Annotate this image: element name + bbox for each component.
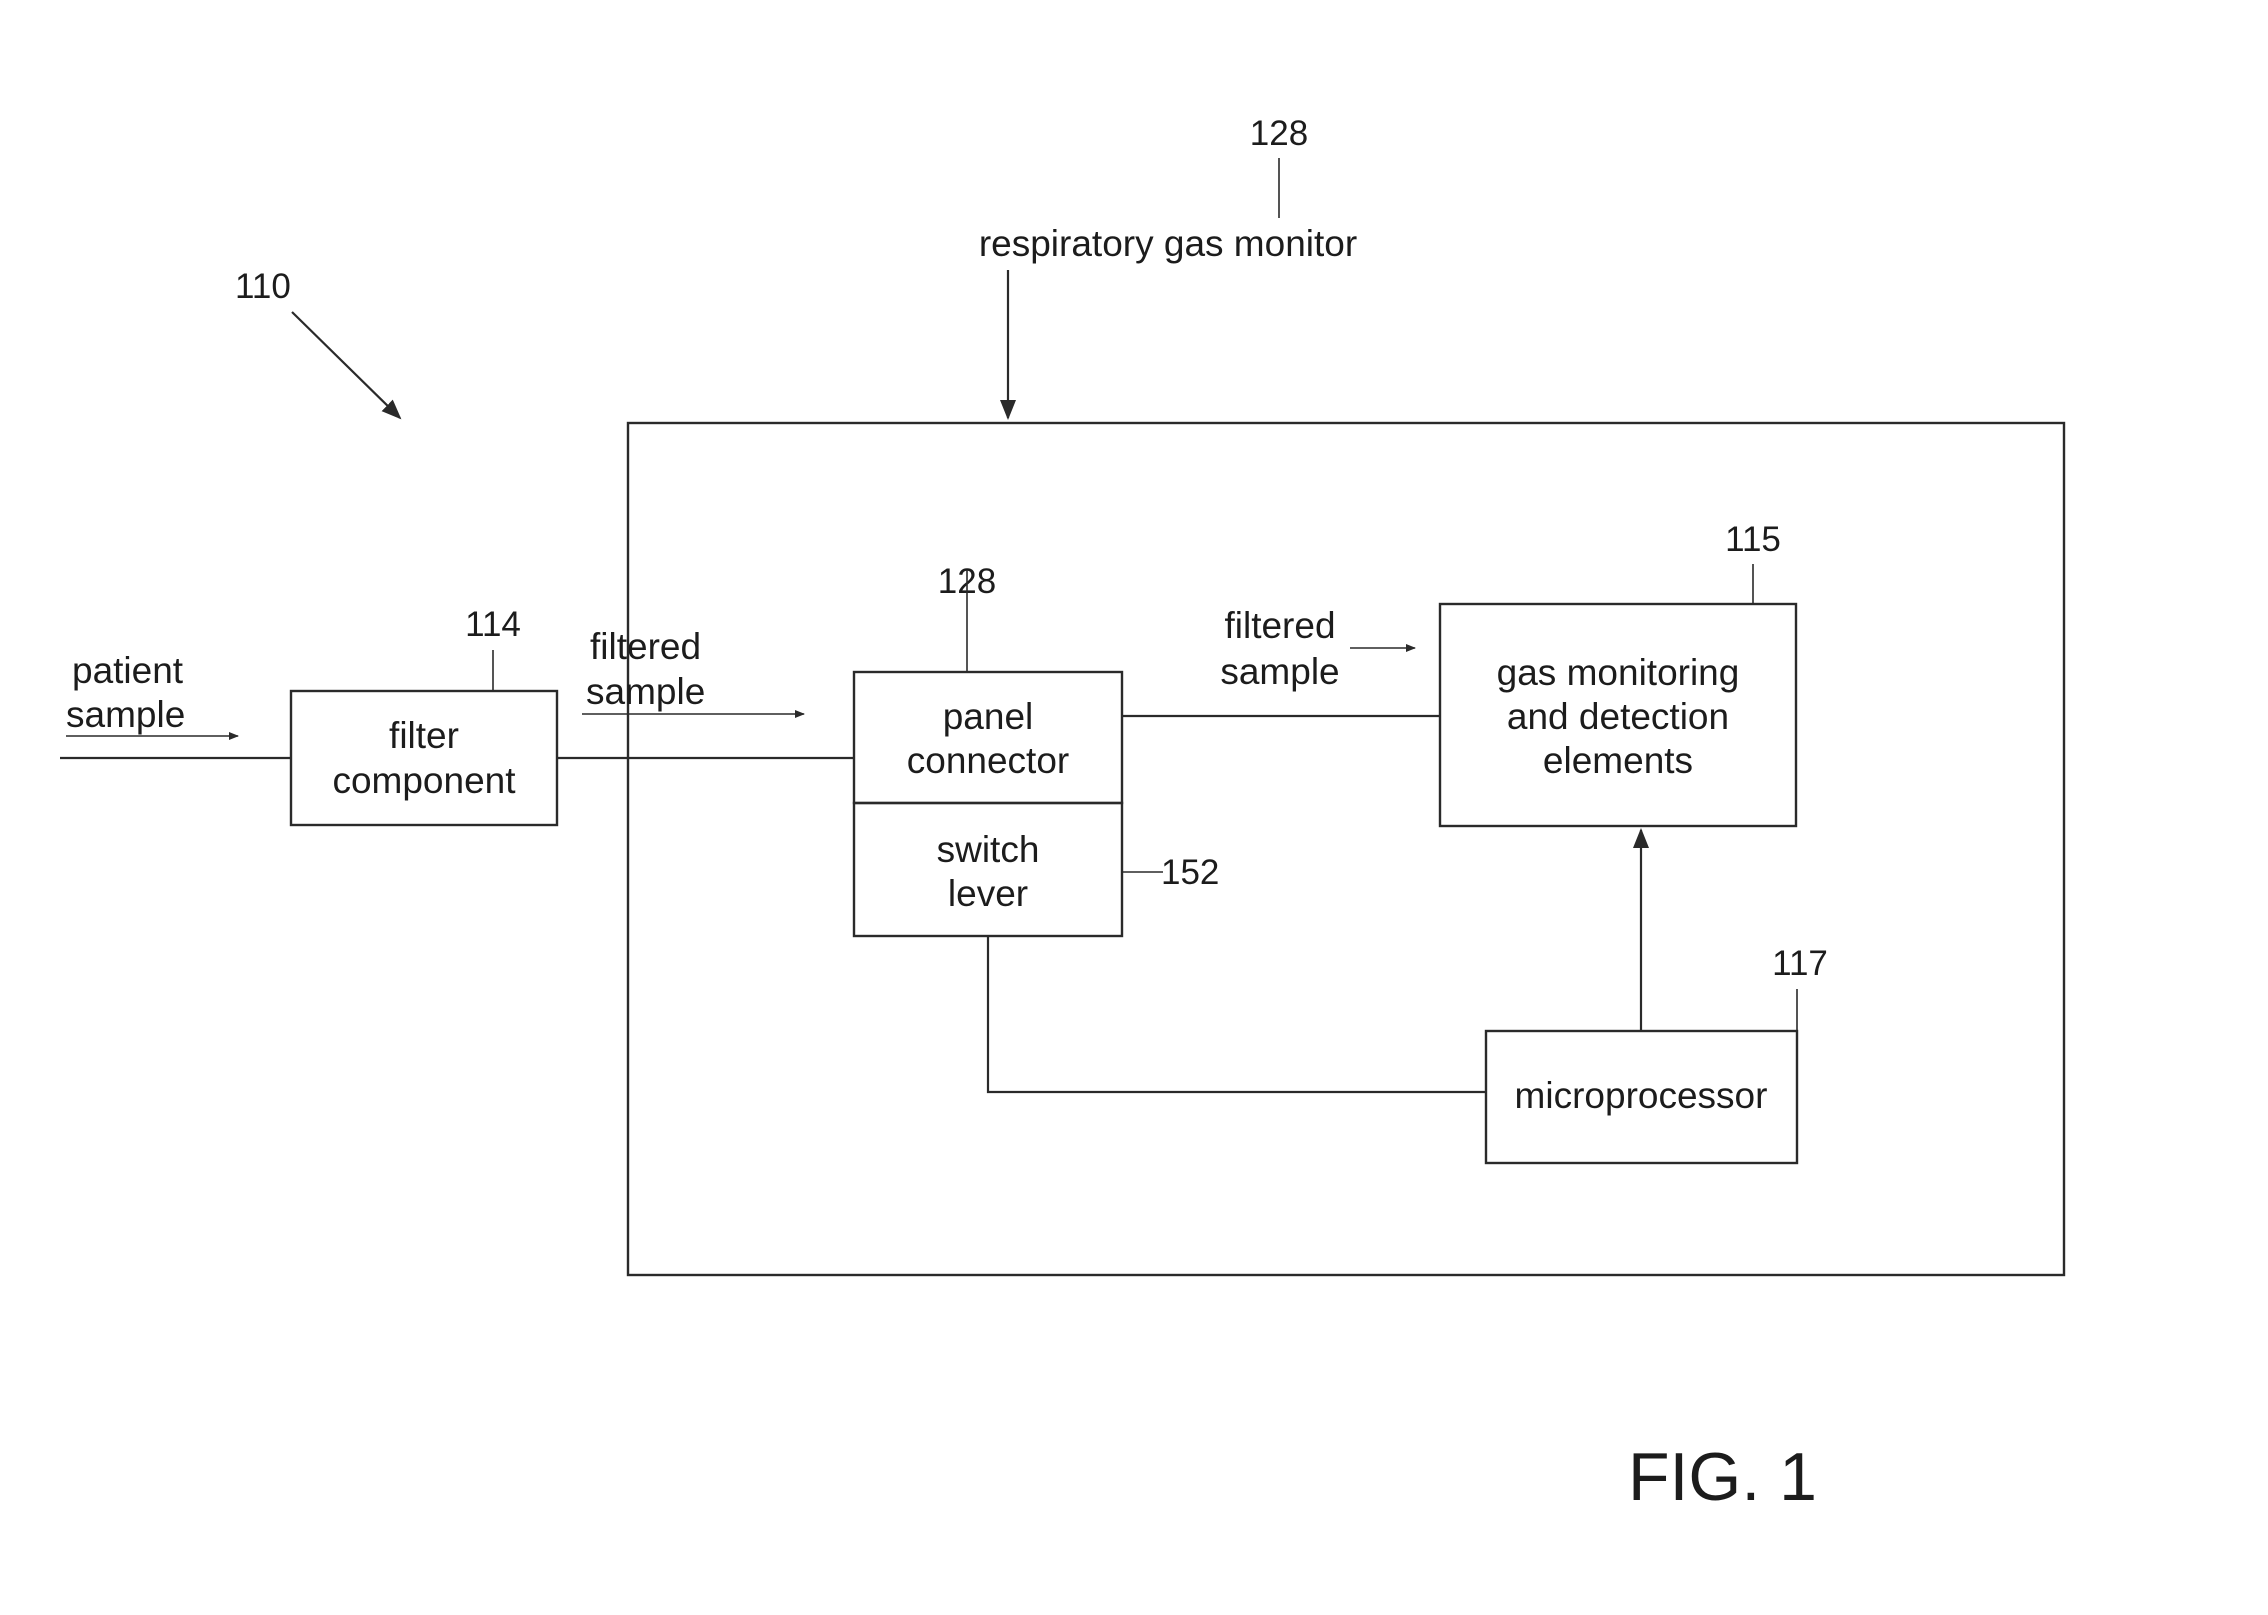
switch-ref-label: 152 [1161, 853, 1219, 892]
filter-component-label-line1: filter [389, 715, 459, 756]
panel-connector-block [854, 672, 1122, 803]
switch-lever-label-line1: switch [937, 829, 1040, 870]
system-ref-label: 110 [235, 267, 291, 306]
switch-lever-label-line2: lever [948, 873, 1028, 914]
filtered-sample-1-line1: filtered [590, 626, 701, 667]
filter-component-block [291, 691, 557, 825]
microprocessor-label: microprocessor [1515, 1075, 1768, 1116]
patient-sample-label-line2: sample [66, 694, 185, 735]
patient-sample-label-line1: patient [72, 650, 184, 691]
filter-component-label-line2: component [332, 760, 516, 801]
filtered-sample-2-line1: filtered [1224, 605, 1335, 646]
gas-monitoring-label-line1: gas monitoring [1497, 652, 1740, 693]
monitor-housing [628, 423, 2064, 1275]
filtered-sample-2-line2: sample [1220, 651, 1339, 692]
filtered-sample-1-line2: sample [586, 671, 705, 712]
switch-to-micro-line [988, 936, 1486, 1092]
filter-ref-label: 114 [465, 605, 521, 644]
micro-ref-label: 117 [1772, 944, 1828, 983]
system-ref-arrow [292, 312, 400, 418]
monitor-label: respiratory gas monitor [979, 223, 1357, 264]
panel-connector-label-line1: panel [943, 696, 1034, 737]
gas-monitoring-label-line2: and detection [1507, 696, 1729, 737]
figure-caption: FIG. 1 [1628, 1439, 1817, 1515]
panel-connector-label-line2: connector [907, 740, 1070, 781]
monitor-ref-label: 128 [1250, 114, 1308, 153]
gas-monitoring-label-line3: elements [1543, 740, 1693, 781]
gas-ref-label: 115 [1725, 520, 1781, 559]
